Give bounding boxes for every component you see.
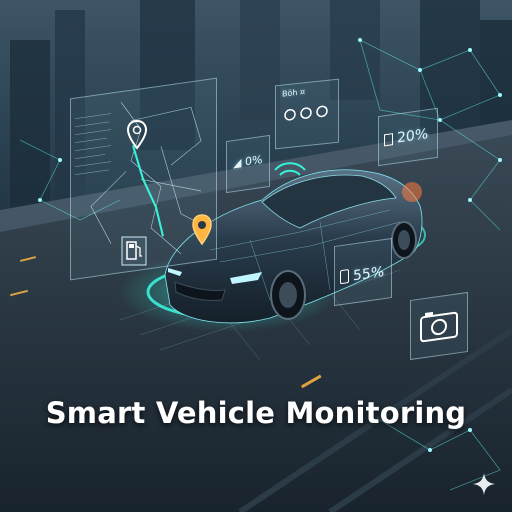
battery-panel-top: 20%: [378, 107, 438, 167]
map-pin-icon: [192, 214, 212, 246]
camera-icon: [420, 311, 458, 343]
map-pin-icon: [126, 120, 148, 150]
battery-panel-car: 55%: [334, 237, 392, 307]
battery-car-value: 55%: [353, 264, 385, 285]
network-nodes: [38, 38, 502, 452]
battery-top-value: 20%: [397, 126, 429, 147]
wifi-signal-icon: [274, 162, 306, 176]
fuel-pump-icon: [121, 236, 147, 266]
gauge-panel: ◢ 0%: [226, 134, 270, 194]
battery-icon: [340, 268, 349, 285]
sparkle-icon: [473, 473, 495, 495]
gauge-icon: ◢: [233, 155, 242, 171]
road-lights: [10, 256, 322, 389]
camera-panel: [410, 291, 468, 361]
gauge-value: 0%: [245, 152, 263, 169]
status-panel-label: Böh ¤: [282, 87, 306, 99]
page-title: Smart Vehicle Monitoring: [45, 396, 467, 430]
car: [164, 169, 423, 324]
status-panel-top: Böh ¤: [275, 78, 339, 150]
battery-icon: [384, 133, 393, 147]
